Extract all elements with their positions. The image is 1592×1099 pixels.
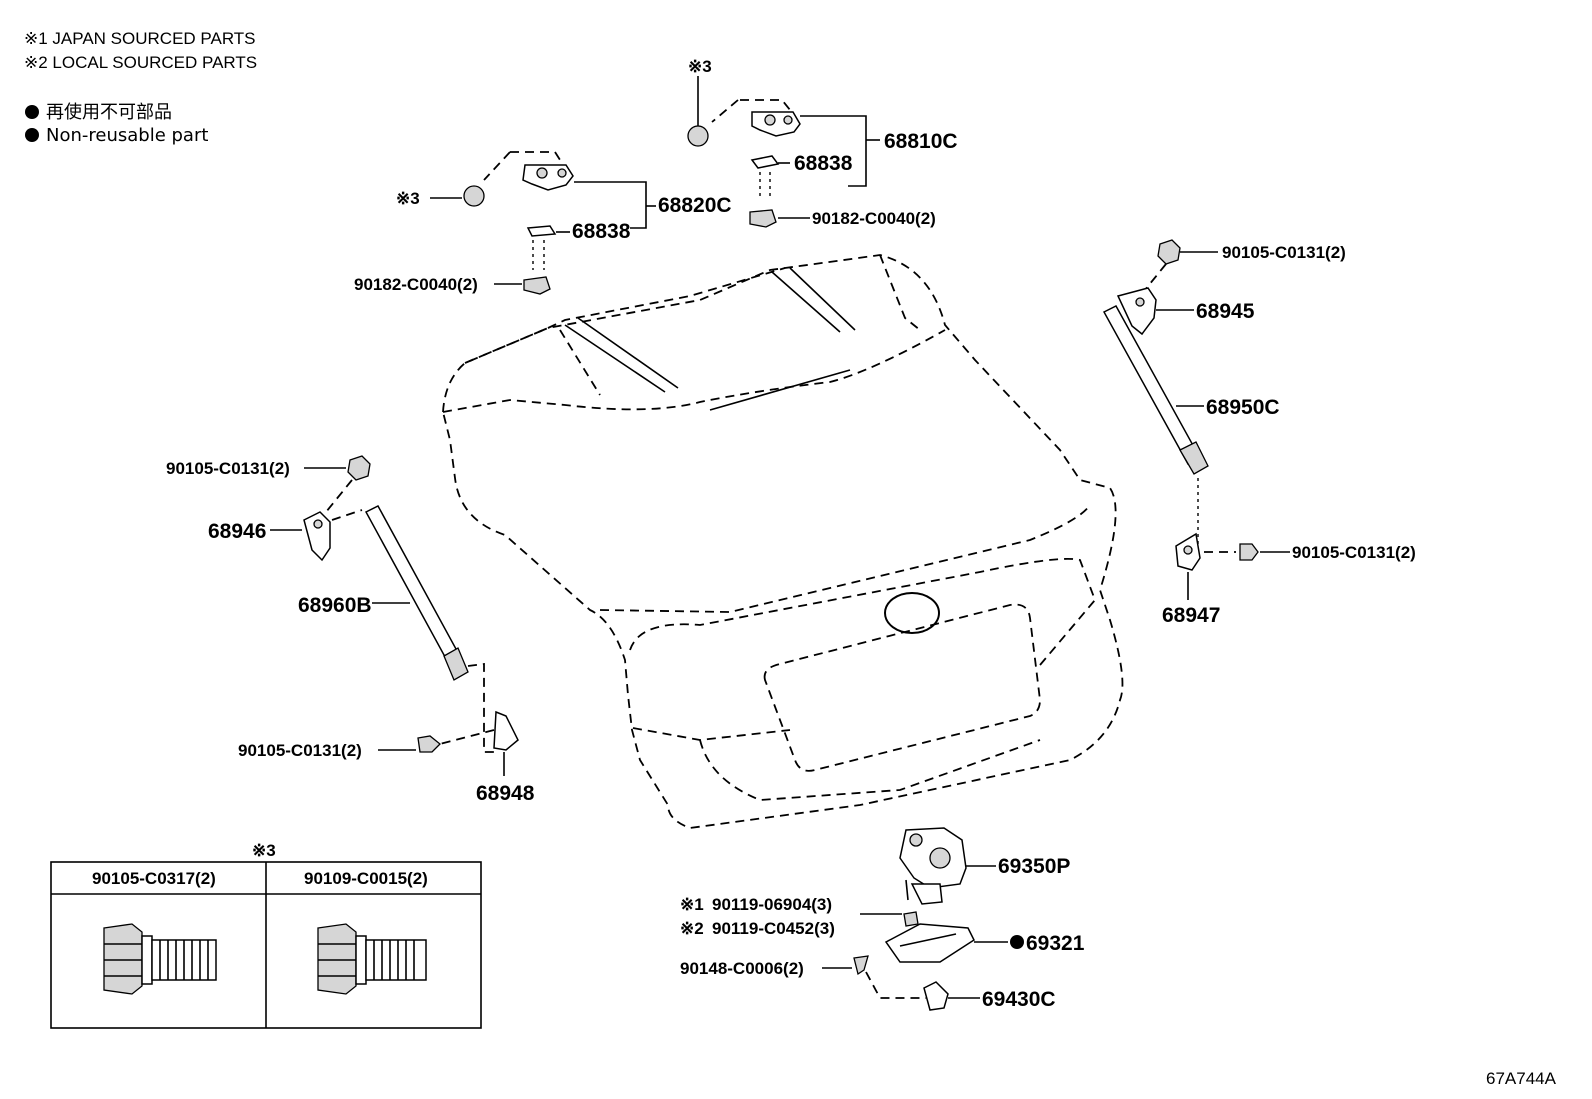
callout-68838-b: 68838 [572, 220, 631, 243]
callout-68948: 68948 [476, 782, 535, 805]
callout-69350p: 69350P [998, 855, 1070, 878]
lock-assembly [853, 827, 975, 1011]
right-strut-assembly [1102, 239, 1259, 571]
non-reusable-bullet-icon [25, 128, 39, 142]
callout-68960b: 68960B [298, 594, 372, 617]
note-local-sourced: ※2 LOCAL SOURCED PARTS [24, 53, 257, 72]
table-mark-3: ※3 [252, 841, 276, 860]
callout-68946: 68946 [208, 520, 266, 543]
note-non-reusable-jp: 再使用不可部品 [46, 102, 172, 123]
callout-90148: 90148-C0006(2) [680, 959, 804, 978]
screw-icon [853, 955, 869, 976]
callout-68838-a: 68838 [794, 152, 853, 175]
callout-68947: 68947 [1162, 604, 1220, 627]
callout-90119-06904: 90119-06904(3) [712, 895, 832, 914]
callout-90105-left: 90105-C0131(2) [166, 459, 290, 478]
diagram-code: 67A744A [1486, 1069, 1557, 1088]
bolt-reference-table: ※3 90105-C0317(2) 90109-C0015(2) [50, 841, 482, 1029]
bolt-icon [903, 911, 919, 927]
hinge-68820c [463, 151, 574, 295]
mark-1: ※1 [680, 895, 704, 914]
table-header-90105-c0317: 90105-C0317(2) [92, 869, 216, 888]
bolt-icon [1239, 543, 1259, 561]
callout-68950c: 68950C [1206, 396, 1280, 419]
callout-90119-c0452: 90119-C0452(3) [712, 919, 835, 938]
callout-68945: 68945 [1196, 300, 1255, 323]
hinge-68810c [687, 76, 801, 228]
table-header-90109-c0015: 90109-C0015(2) [304, 869, 428, 888]
bolt-icon [1157, 239, 1181, 265]
callout-90105-right: 90105-C0131(2) [1292, 543, 1416, 562]
mark-2: ※2 [680, 919, 704, 938]
nut-icon [687, 125, 709, 147]
nut-icon [463, 185, 485, 207]
note-non-reusable-en: Non-reusable part [46, 125, 208, 146]
left-strut-assembly [303, 455, 519, 753]
back-door-outline [442, 254, 1124, 829]
callout-90182-b: 90182-C0040(2) [354, 275, 478, 294]
callout-90182-a: 90182-C0040(2) [812, 209, 936, 228]
flange-bolt-icon [103, 923, 217, 995]
mark-3-mid: ※3 [396, 189, 420, 208]
bolt-icon [417, 735, 441, 753]
callout-69321: 69321 [1026, 932, 1085, 955]
callout-90105-top-right: 90105-C0131(2) [1222, 243, 1346, 262]
non-reusable-bullet-icon [25, 105, 39, 119]
mark-3-top: ※3 [688, 57, 712, 76]
emblem-outline [884, 592, 940, 634]
non-reusable-bullet-icon [1010, 935, 1024, 949]
callout-68810c: 68810C [884, 130, 958, 153]
callout-90105-bottom-left: 90105-C0131(2) [238, 741, 362, 760]
callout-69430c: 69430C [982, 988, 1056, 1011]
bolt-icon [347, 455, 371, 481]
note-japan-sourced: ※1 JAPAN SOURCED PARTS [24, 29, 256, 48]
flange-bolt-icon [317, 923, 427, 995]
callout-68820c: 68820C [658, 194, 732, 217]
